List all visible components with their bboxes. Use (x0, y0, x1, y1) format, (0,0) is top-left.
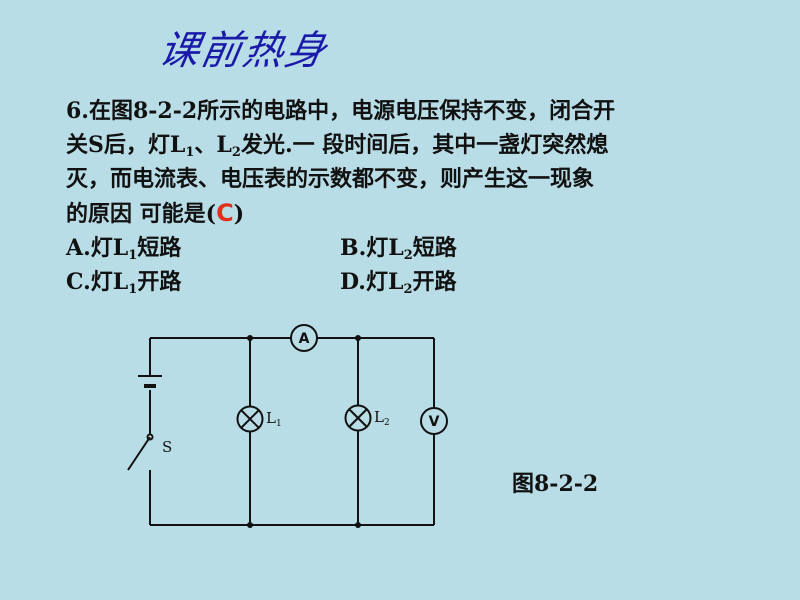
lamp-2-cross-b (348, 408, 368, 428)
question-line-4: 的原因 可能是(C) (66, 199, 245, 227)
question-block: 6.在图8-2-2所示的电路中，电源电压保持不变，闭合开 关S后，灯L1、L2发… (66, 94, 726, 299)
junction-top-2 (355, 335, 361, 341)
option-d: D.灯L2开路 (340, 269, 457, 297)
lamp-2-label: L2 (374, 408, 390, 428)
switch-label: S (162, 438, 172, 456)
option-b: B.灯L2短路 (340, 235, 457, 263)
lamp-1-cross-b (240, 409, 260, 429)
junction-bottom-2 (355, 522, 361, 528)
junction-bottom-1 (247, 522, 253, 528)
slide-title: 课前热身 (155, 28, 332, 74)
options-row-1: A.灯L1短路 B.灯L2短路 (66, 231, 726, 265)
question-line-2: 关S后，灯L1、L2发光.一 段时间后，其中一盏灯突然熄 (66, 132, 609, 160)
voltmeter (420, 407, 448, 435)
option-c: C.灯L1开路 (66, 269, 182, 297)
options-row-2: C.灯L1开路 D.灯L2开路 (66, 265, 726, 299)
lamp-1-label: L1 (266, 409, 282, 429)
switch-blade (127, 436, 151, 471)
ammeter-label: A (299, 331, 310, 347)
ammeter (290, 324, 318, 352)
option-a: A.灯L1短路 (66, 235, 182, 263)
circuit-diagram: A V S L1 L2 (127, 324, 448, 528)
junction-top-1 (247, 335, 253, 341)
figure-caption: 图8-2-2 (512, 471, 599, 497)
voltmeter-label: V (429, 414, 440, 430)
answer-letter: C (216, 199, 234, 227)
question-line-1: 6.在图8-2-2所示的电路中，电源电压保持不变，闭合开 (66, 98, 616, 124)
question-line-3: 灭，而电流表、电压表的示数都不变，则产生这一现象 (66, 166, 595, 192)
